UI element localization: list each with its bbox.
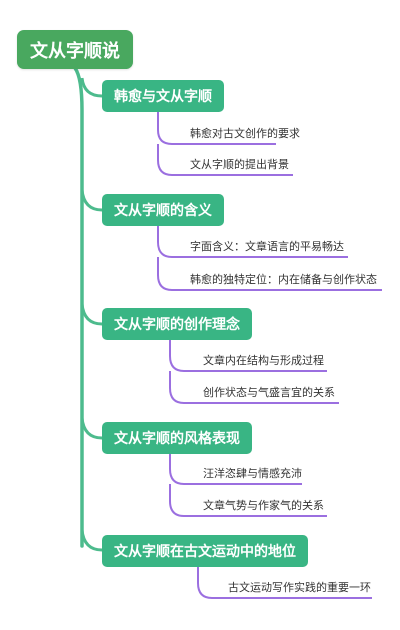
root-node[interactable]: 文从字顺说: [17, 30, 133, 69]
leaf-node[interactable]: 文章气势与作家气的关系: [203, 499, 324, 512]
leaf-node[interactable]: 韩愈的独特定位：内在储备与创作状态: [190, 273, 377, 286]
leaf-node[interactable]: 文从字顺的提出背景: [190, 158, 289, 171]
leaf-node[interactable]: 创作状态与气盛言宜的关系: [203, 386, 335, 399]
branch-node-2[interactable]: 文从字顺的含义: [102, 194, 224, 226]
leaf-node[interactable]: 文章内在结构与形成过程: [203, 354, 324, 367]
branch-node-3[interactable]: 文从字顺的创作理念: [102, 308, 252, 340]
leaf-node[interactable]: 韩愈对古文创作的要求: [190, 127, 300, 140]
branch-node-1[interactable]: 韩愈与文从字顺: [102, 80, 224, 112]
branch-node-5[interactable]: 文从字顺在古文运动中的地位: [102, 535, 308, 567]
leaf-node[interactable]: 汪洋恣肆与情感充沛: [203, 467, 302, 480]
leaf-node[interactable]: 字面含义：文章语言的平易畅达: [190, 240, 344, 253]
leaf-node[interactable]: 古文运动写作实践的重要一环: [228, 581, 371, 594]
branch-node-4[interactable]: 文从字顺的风格表现: [102, 422, 252, 454]
